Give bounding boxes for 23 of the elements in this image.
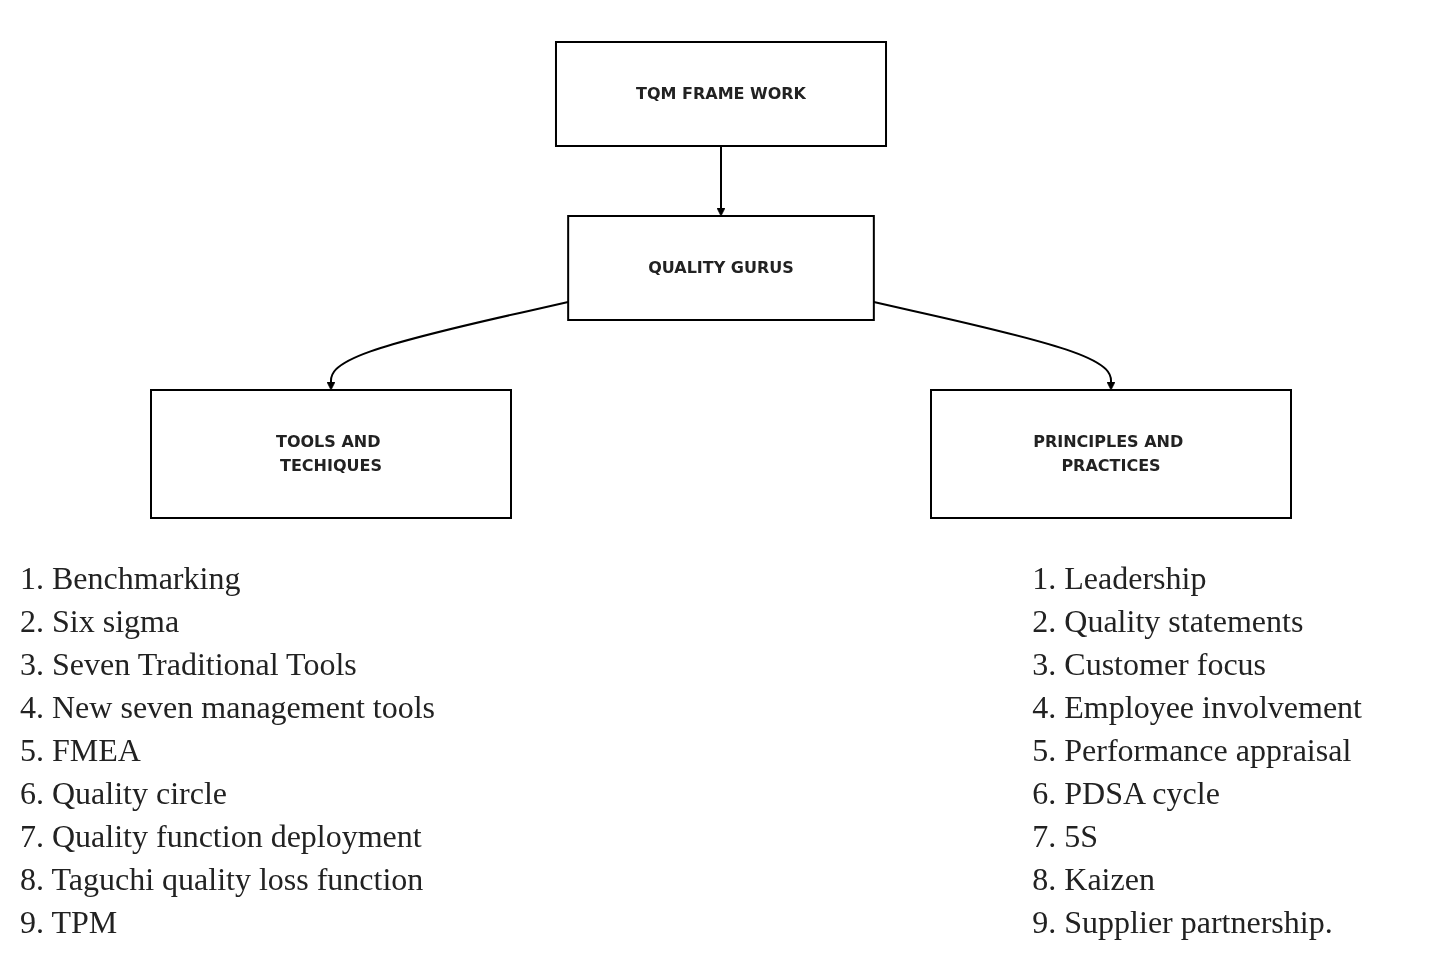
list-item: 7. 5S [1032,818,1100,855]
list-item: 3. Customer focus [1032,646,1268,683]
arrow [716,145,726,217]
list-item: 6. PDSA cycle [1032,775,1221,812]
list-item: 4. New seven management tools [20,689,435,726]
list-item: 2. Quality statements [1032,603,1305,640]
list-item: 5. FMEA [20,732,142,769]
list-item: 2. Six sigma [20,603,181,640]
list-item: 1. Leadership [1032,560,1208,597]
list-item: 6. Quality circle [20,775,229,812]
list-item: 1. Benchmarking [20,560,242,597]
list-item: 8. Kaizen [1032,861,1156,898]
node-box: TQM FRAME WORK [555,41,887,147]
node-box: TOOLS AND TECHIQUES [150,389,512,519]
list-item: 5. Performance appraisal [1032,732,1353,769]
list-item: 9. Supplier partnership. [1032,904,1334,941]
node-box: PRINCIPLES AND PRACTICES [930,389,1292,519]
list-item: 4. Employee involvement [1032,689,1362,726]
list-item: 9. TPM [20,904,119,941]
list-item: 3. Seven Traditional Tools [20,646,358,683]
list-item: 8. Taguchi quality loss function [20,861,425,898]
node-box: QUALITY GURUS [567,215,875,321]
list-item: 7. Quality function deployment [20,818,423,855]
